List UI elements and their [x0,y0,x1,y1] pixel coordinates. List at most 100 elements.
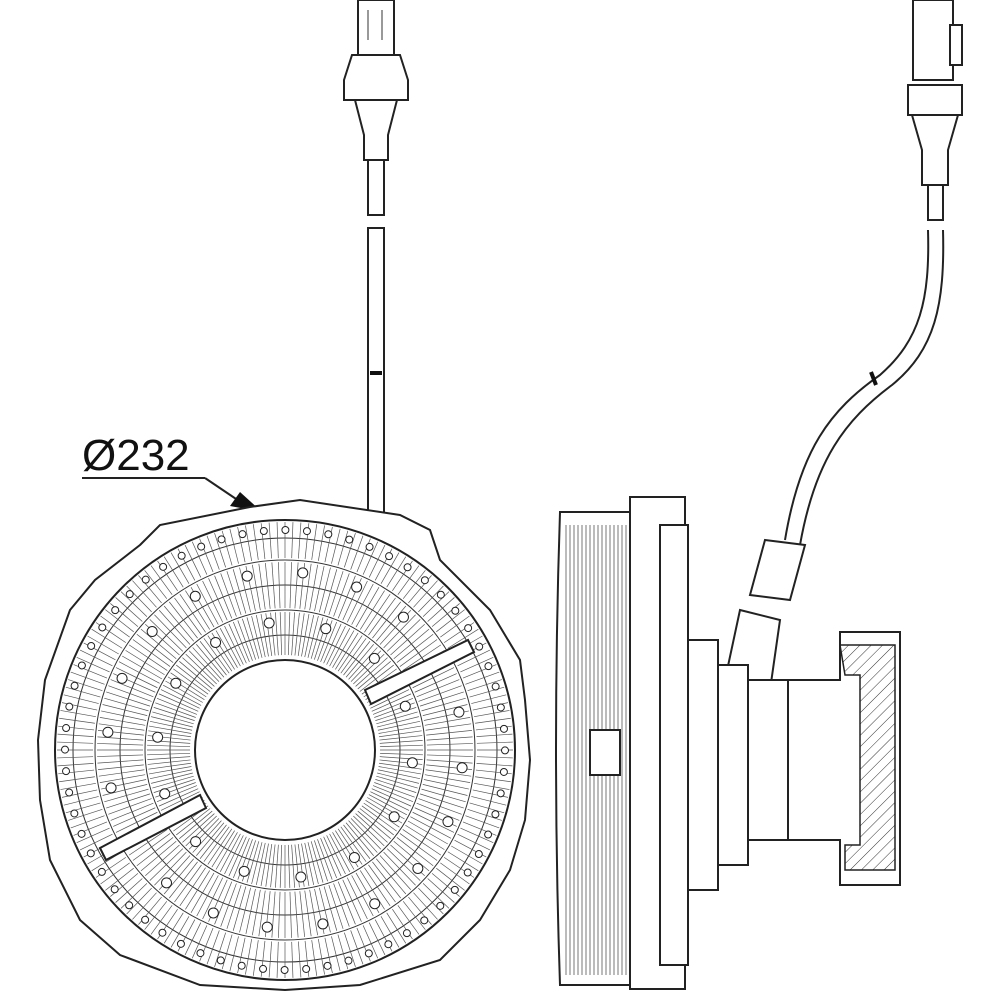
fin-line [199,641,227,676]
bolt-hole [384,940,393,949]
fin-line [379,730,422,738]
bolt-hole [159,562,168,571]
fin-line [106,793,151,809]
fin-line [70,815,105,829]
fin-line [326,625,346,665]
fin-line [196,822,225,856]
bolt-hole [158,928,167,937]
fin-line [372,861,402,899]
fin-line [476,756,513,759]
fin-line [340,638,367,674]
fin-line [192,820,222,853]
fin-line [105,609,134,633]
fin-line [211,830,235,868]
fin-line [158,788,199,807]
fin-line [184,544,202,578]
fin-line [228,836,247,877]
fin-line [372,785,414,803]
fin-line [419,691,464,707]
fin-line [469,802,505,814]
fin-line [251,842,263,884]
fin-line [76,656,110,673]
fin-line [370,689,410,709]
fin-line [419,793,464,809]
bolt-hole [344,956,353,965]
fin-line [190,872,215,913]
bolt-hole [302,964,311,973]
fin-line [376,605,407,642]
fin-line [203,826,230,862]
fin-line [276,941,279,978]
bolt-hole [295,871,307,883]
fin-line [163,556,184,588]
fin-line [150,905,173,935]
fin-line [311,524,318,560]
fin-line [337,530,349,566]
fin-line [100,862,130,885]
fin-line [245,939,253,975]
bolt-hole [97,867,106,876]
fin-line [98,769,145,777]
bolt-hole [70,809,79,818]
fin-line [447,628,479,649]
fin-line [333,883,350,927]
fin-line [320,621,338,663]
fin-line [337,881,356,925]
fin-line [287,612,291,656]
bolt-hole [77,829,86,838]
fin-line [424,774,471,783]
fin-line [471,694,507,704]
fin-line [252,889,261,936]
fin-line [179,867,206,907]
fin-line [362,925,379,959]
fin-line [299,891,305,938]
fin-line [278,562,281,609]
fin-line [471,796,507,806]
fin-line [126,887,152,915]
fin-line [145,844,180,877]
fin-line [355,587,380,628]
bolt-hole [436,901,445,910]
fin-line [149,725,192,734]
fin-line [160,791,200,811]
fin-line [328,884,344,929]
fin-line [122,655,163,680]
fin-line [185,870,211,910]
fin-line [97,754,144,757]
fin-line [314,840,328,882]
fin-line [255,614,266,658]
fin-line [451,845,483,865]
fin-line [421,788,466,803]
fin-line [221,934,233,970]
fin-line [128,644,168,671]
fin-line [436,867,465,891]
bolt-hole [397,611,409,623]
fin-line [148,730,191,738]
fin-line [110,802,154,821]
fin-line [323,886,338,931]
fin-line [342,879,362,922]
fin-line [378,766,421,775]
fin-line [343,824,371,859]
fin-line [279,612,283,656]
bolt-hole [436,590,445,599]
fin-line [331,936,341,972]
bolt-hole [474,850,483,859]
fin-line [343,641,371,676]
fin-line [97,736,144,741]
fin-line [115,811,158,833]
fin-line [98,723,145,731]
fin-line [376,775,418,789]
fin-line [335,632,359,670]
fin-line [418,585,444,613]
bolt-hole [345,535,354,544]
fan-clutch-side-view [555,496,901,990]
bolt-hole [317,918,329,930]
fin-line [307,616,319,658]
fin-line [424,717,471,726]
fin-line [136,633,174,663]
fin-line [147,752,191,756]
fin-line [185,653,217,685]
fin-line [87,635,119,655]
bolt-hole [98,623,107,632]
